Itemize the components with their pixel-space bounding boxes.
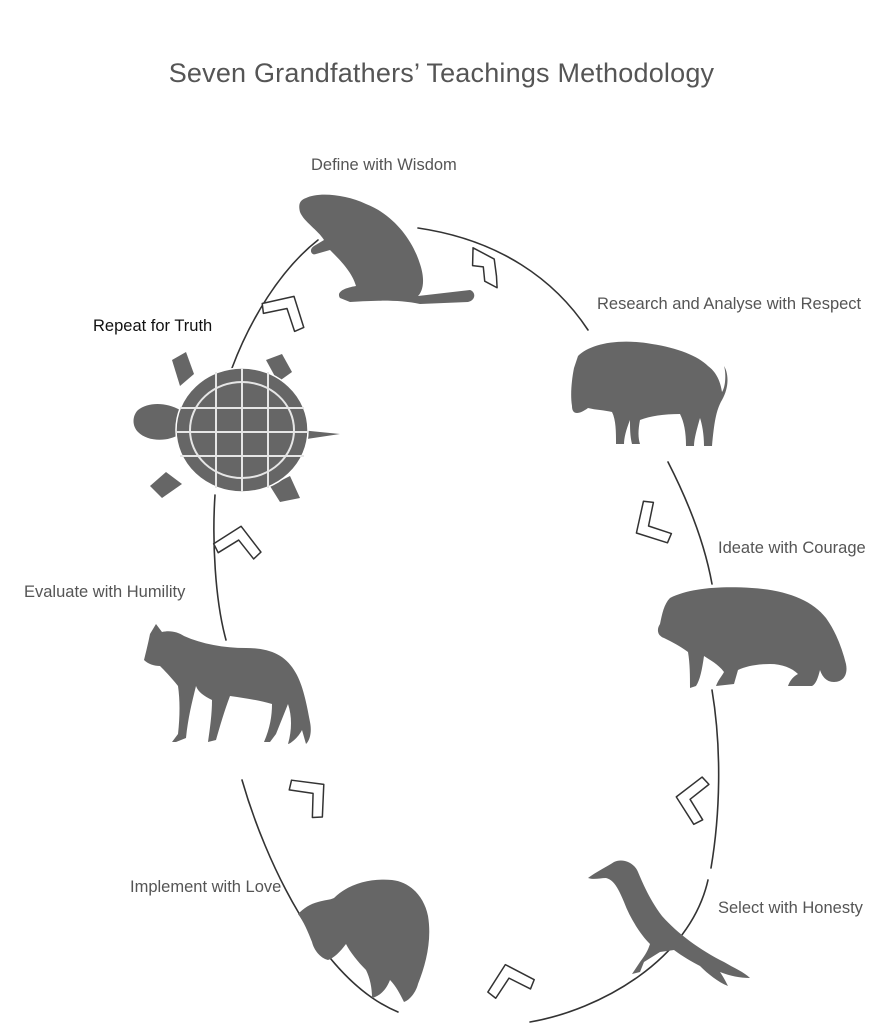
bear-icon bbox=[657, 587, 847, 688]
cycle-segment-courage-honesty bbox=[710, 689, 720, 869]
cycle-segment-humility-truth bbox=[213, 494, 227, 641]
chevron-arrow-icon bbox=[288, 779, 325, 819]
chevron-arrow-icon bbox=[487, 963, 535, 999]
cycle-segment-wisdom-respect bbox=[417, 227, 589, 331]
chevron-arrow-icon bbox=[471, 247, 498, 289]
turtle-icon bbox=[133, 352, 340, 502]
cycle-segment-truth-wisdom bbox=[231, 239, 319, 369]
raven-icon bbox=[588, 860, 750, 986]
step-label-evaluate: Evaluate with Humility bbox=[24, 583, 186, 601]
chevron-arrow-icon bbox=[212, 525, 262, 560]
eagle-icon bbox=[298, 879, 430, 1002]
step-label-implement: Implement with Love bbox=[130, 878, 282, 896]
chevron-arrow-icon bbox=[635, 500, 673, 544]
step-label-repeat: Repeat for Truth bbox=[93, 317, 213, 335]
chevron-arrow-icon bbox=[675, 776, 710, 826]
step-label-ideate: Ideate with Courage bbox=[718, 539, 866, 557]
step-label-select: Select with Honesty bbox=[718, 899, 863, 917]
chevron-arrow-icon bbox=[261, 295, 305, 333]
bison-icon bbox=[571, 341, 728, 446]
beaver-icon bbox=[299, 194, 475, 304]
step-label-research: Research and Analyse with Respect bbox=[597, 295, 862, 313]
cycle-segment-honesty-love bbox=[529, 879, 709, 1023]
cycle-segment-respect-courage bbox=[667, 461, 713, 585]
step-label-define: Define with Wisdom bbox=[311, 156, 457, 174]
diagram-title: Seven Grandfathers’ Teachings Methodolog… bbox=[168, 58, 715, 88]
wolf-icon bbox=[144, 624, 311, 744]
